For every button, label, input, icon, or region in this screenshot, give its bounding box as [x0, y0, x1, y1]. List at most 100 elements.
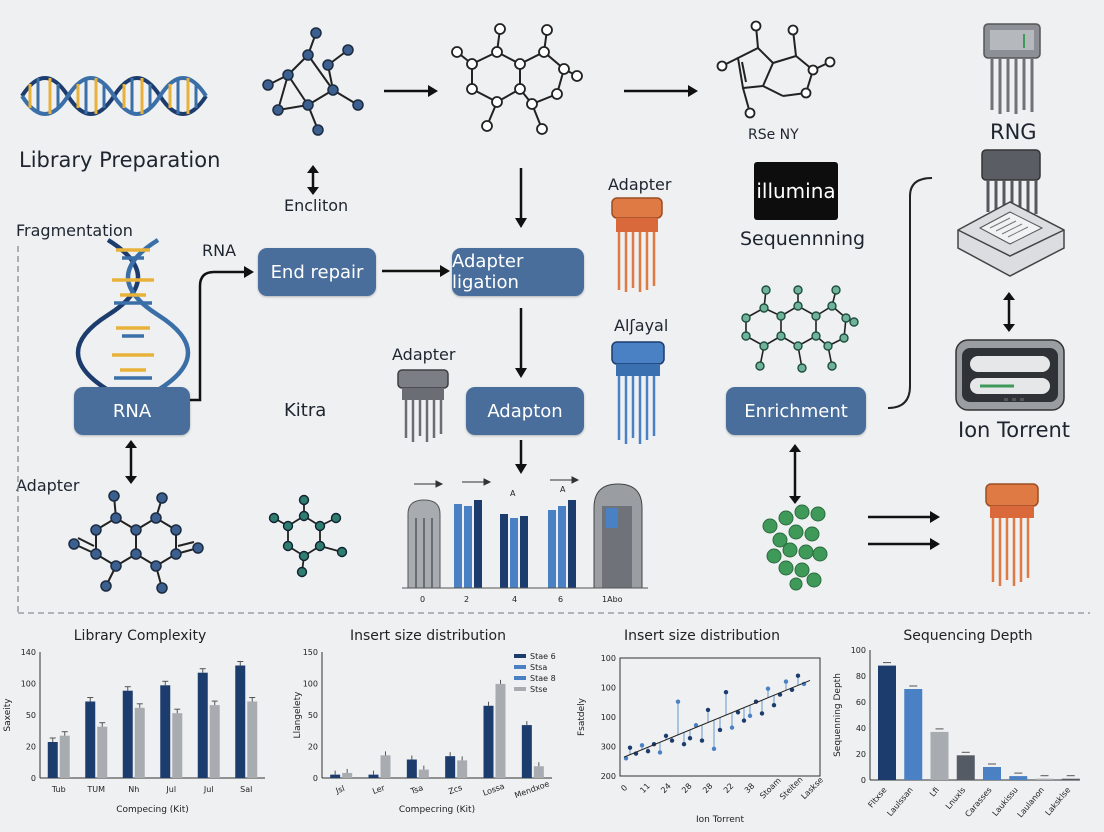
- c3-xtick: 11: [638, 781, 652, 795]
- arrow-rna-to-end-repair: [188, 266, 254, 402]
- c2-bar: [483, 705, 494, 778]
- chart2-title: Insert size distribution: [350, 628, 506, 644]
- adapter-gray-icon: [397, 369, 449, 442]
- c3-point: [795, 673, 801, 678]
- c3-point: [663, 733, 669, 739]
- c3-point: [717, 727, 723, 733]
- green-beads-icon: [762, 504, 828, 591]
- rna-box: RNA: [74, 387, 190, 435]
- c1-xlabel: Compecing (Kit): [116, 805, 189, 815]
- c1-bar: [247, 701, 258, 778]
- arrow-right-4: [868, 511, 940, 523]
- c1-xtick: TUM: [86, 785, 105, 794]
- c3-trend-line: [623, 679, 811, 758]
- arrow-right-3: [382, 265, 450, 277]
- c4-bar: [956, 755, 975, 780]
- connector-top-icon: [983, 23, 1041, 114]
- c4-bar: [1061, 778, 1080, 780]
- c2-bar: [495, 683, 506, 778]
- illumina-logo: illumina: [754, 162, 838, 220]
- c2-bar: [380, 755, 391, 778]
- c3-point: [705, 707, 711, 713]
- arrow-right-5: [868, 538, 940, 550]
- c1-xtick: Sal: [240, 785, 252, 794]
- sequencer-chip-icon: [957, 149, 1065, 277]
- c1-ytick: 50: [26, 711, 36, 720]
- mini-mark-1: A: [510, 489, 516, 498]
- double-arrow-rna: [125, 440, 137, 484]
- c1-xtick: Jul: [203, 785, 214, 794]
- c4-bar: [878, 665, 896, 780]
- chart4-title: Sequencing Depth: [903, 628, 1033, 644]
- c1-xtick: Jul: [165, 785, 176, 794]
- c2-bar: [418, 769, 429, 778]
- c4-ylabel: Sequenning Depth: [833, 673, 843, 757]
- c4-xtick: Laksklse: [1043, 785, 1072, 817]
- c4-bar: [930, 731, 949, 780]
- c1-bar: [172, 713, 183, 778]
- chart1-title: Library Complexity: [73, 628, 207, 644]
- c3-xtick: Steiten: [778, 775, 805, 802]
- molecule-green-icon: [741, 285, 859, 373]
- c1-bar: [235, 665, 246, 778]
- c1-ylabel: Saxeity: [3, 698, 13, 732]
- c1-bar: [122, 690, 133, 778]
- c2-xtick: Jsl: [334, 784, 346, 796]
- mini-bars: [454, 500, 576, 588]
- molecule-icon-5: [268, 494, 348, 578]
- adapter-label-left: Adapter: [16, 476, 80, 495]
- c4-ytick: 100: [851, 646, 866, 655]
- c2-ytick: 20: [308, 743, 318, 752]
- c3-point: [783, 679, 789, 684]
- adapter-orange-icon-2: [985, 483, 1039, 586]
- c2-xtick: Ler: [371, 783, 387, 796]
- c1-bar: [97, 726, 108, 778]
- arrow-right-2: [624, 85, 698, 97]
- dna-helix-top-icon: [20, 76, 208, 116]
- c4-xtick: Laulanon: [1016, 786, 1046, 820]
- end-repair-box: End repair: [258, 248, 376, 296]
- c2-ytick: 0: [313, 774, 318, 783]
- double-arrow-ion-torrent: [1003, 292, 1015, 332]
- molecule-icon-1: [262, 27, 364, 136]
- fragmentation-label: Fragmentation: [16, 221, 133, 240]
- c2-bar: [406, 759, 417, 778]
- c2-bar: [330, 774, 341, 778]
- c4-xtick: Lfi: [928, 786, 941, 799]
- mini-bar-chart: A A 0 2 4 6 1Abo: [402, 476, 648, 604]
- chart3-title: Insert size distribution: [624, 628, 780, 644]
- c3-point: [747, 713, 753, 719]
- adapter-label-mid: Adapter: [392, 345, 456, 364]
- c2-bar: [445, 756, 456, 778]
- mini-xtick-5: 1Abo: [602, 595, 623, 604]
- c3-point: [759, 711, 765, 716]
- c4-bar: [904, 689, 923, 780]
- molecule-icon-2: [451, 23, 583, 135]
- enrichment-box: Enrichment: [726, 387, 866, 435]
- c2-legend-swatch: [514, 676, 526, 680]
- adapter-ligation-box: Adapter ligation: [452, 248, 584, 296]
- arrow-down-1: [515, 168, 527, 228]
- c2-xtick: Zcs: [447, 783, 463, 796]
- c3-point: [711, 746, 717, 752]
- c1-ytick: 140: [21, 648, 36, 657]
- c2-bar: [457, 760, 468, 778]
- arrow-down-3: [515, 440, 527, 474]
- c2-bar: [533, 766, 544, 778]
- c4-bar: [983, 767, 1001, 780]
- c3-point: [627, 745, 633, 750]
- c4-ytick: 20: [856, 750, 866, 759]
- c3-point: [729, 725, 735, 730]
- c4-ytick: 60: [856, 698, 866, 707]
- mini-adapter-gray: [407, 499, 441, 589]
- c1-ytick: 0: [31, 774, 36, 783]
- c3-point: [681, 741, 687, 747]
- c3-xtick: 22: [722, 781, 736, 795]
- c2-ytick: 100: [303, 680, 318, 689]
- c4-xtick: Fltxse: [866, 785, 888, 809]
- c2-legend-label: Stae 8: [530, 674, 556, 683]
- sequencing-label: Sequennning: [740, 228, 866, 250]
